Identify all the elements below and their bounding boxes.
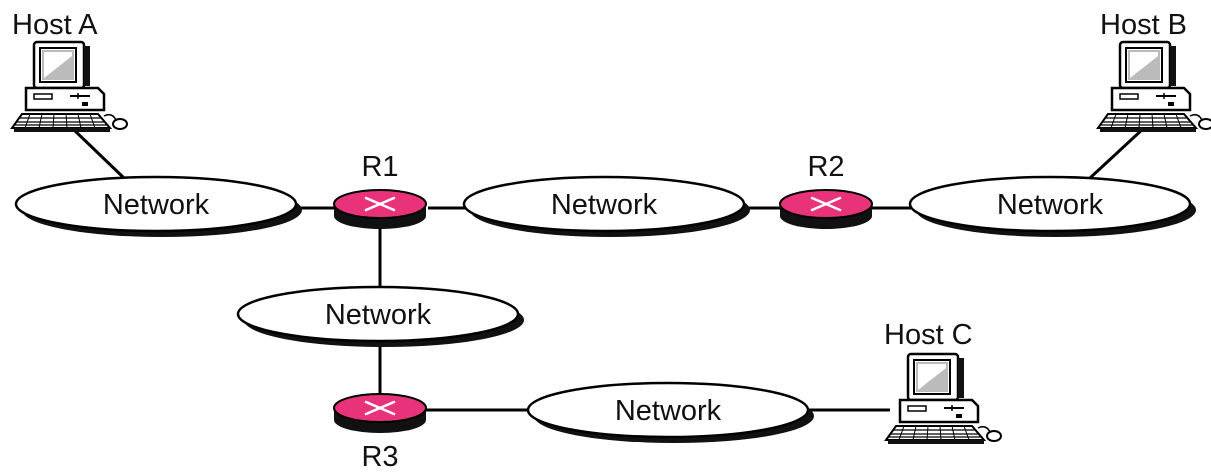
computer-icon [10,40,129,134]
router-r1-label: R1 [361,151,398,183]
router-r3: R3 [333,393,427,473]
host-a: Host A [10,9,129,134]
router-r3-label: R3 [361,441,398,473]
network-right-label: Network [997,189,1104,221]
network-right: Network [908,175,1196,237]
network-lower: Network [236,285,524,347]
router-r2-label: R2 [807,151,844,183]
network-left: Network [14,175,302,237]
link-hosta-network-left [70,126,126,180]
computer-icon [1096,40,1211,134]
network-lower-label: Network [325,299,432,331]
network-left-label: Network [103,189,210,221]
link-hostb-network-right [1088,126,1146,180]
host-c: Host C [884,319,1003,446]
network-bottom: Network [526,381,814,443]
router-cross-icon [364,400,396,416]
router-r1: R1 [333,151,427,229]
host-b: Host B [1096,9,1211,134]
router-cross-icon [810,196,842,212]
network-bottom-label: Network [615,395,722,427]
network-middle-label: Network [551,189,658,221]
router-cross-icon [364,196,396,212]
host-a-label: Host A [12,9,98,41]
host-b-label: Host B [1100,9,1187,41]
computer-icon [884,352,1003,446]
network-middle: Network [462,175,750,237]
host-c-label: Host C [884,319,973,351]
links [70,126,1146,412]
router-r2: R2 [779,151,873,229]
